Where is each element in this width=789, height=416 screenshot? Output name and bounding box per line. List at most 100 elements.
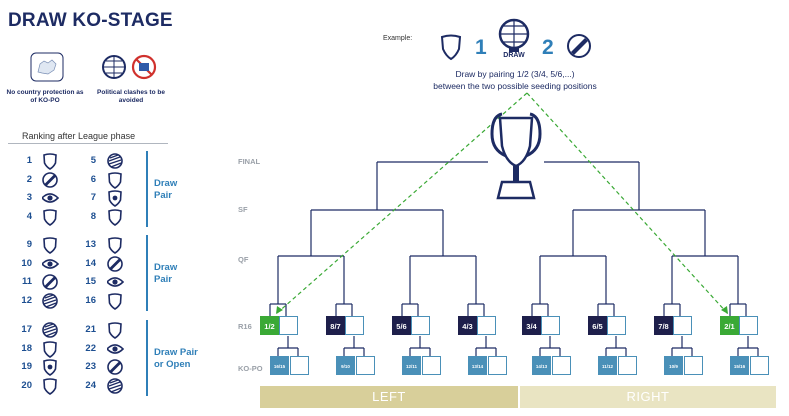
example-line-2: between the two possible seeding positio…: [433, 81, 597, 91]
r16-seed-box: 4/3: [458, 316, 477, 335]
ball-stripe-icon: [107, 255, 123, 272]
crest-star-icon: [108, 190, 122, 207]
example-left-number: 1: [475, 36, 487, 59]
europe-map-icon: [30, 52, 64, 82]
ranking-number: 22: [85, 342, 96, 354]
shield-plain-icon: [108, 322, 122, 339]
ranking-number: 12: [21, 294, 32, 306]
group-label-line: Pair: [154, 190, 172, 201]
eye-icon: [107, 343, 124, 354]
eye-icon: [42, 258, 59, 269]
group-label-line: or Open: [154, 359, 191, 370]
shield-plain-icon: [43, 153, 57, 170]
ball-hatched-icon: [42, 322, 58, 338]
kopo-seed-box: 11/12: [598, 356, 617, 375]
left-side-bar: LEFT: [260, 386, 518, 408]
kopo-seed-box: 13/14: [468, 356, 487, 375]
ball-hatched-icon: [107, 153, 123, 169]
kopo-seed-box: 15/16: [730, 356, 749, 375]
kopo-empty-box: [488, 356, 507, 375]
ranking-number: 7: [90, 192, 96, 203]
ranking-number: 23: [85, 361, 96, 372]
ranking-number: 17: [21, 324, 32, 335]
r16-empty-box: [345, 316, 364, 335]
trophy-icon: [490, 112, 542, 200]
ranking-number: 14: [85, 257, 96, 269]
group-label-line: Draw: [154, 178, 178, 189]
ranking-number: 10: [21, 257, 32, 269]
example-right-number: 2: [542, 36, 554, 59]
ranking-number: 16: [85, 294, 96, 306]
arrowhead: [721, 306, 728, 314]
ranking-number: 24: [85, 379, 96, 391]
ball-hatched-icon: [42, 292, 58, 309]
r16-seed-box: 6/5: [588, 316, 607, 335]
stage-label-kopo: KO-PO: [238, 364, 263, 373]
kopo-empty-box: [552, 356, 571, 375]
shield-plain-icon: [108, 208, 122, 226]
ranking-number: 8: [90, 210, 96, 222]
draw-globe-icon: [498, 18, 530, 52]
kopo-seed-box: 9/10: [336, 356, 355, 375]
r16-seed-box: 8/7: [326, 316, 345, 335]
group-bracket-line: [146, 151, 148, 227]
ranking-number: 21: [85, 324, 96, 335]
ranking-number: 13: [85, 239, 96, 250]
ranking-number: 20: [21, 379, 32, 391]
ball-hatched-icon: [107, 377, 123, 394]
r16-empty-box: [739, 316, 758, 335]
kopo-empty-box: [422, 356, 441, 375]
kopo-empty-box: [356, 356, 375, 375]
ranking-title: Ranking after League phase: [22, 131, 136, 141]
right-side-bar: RIGHT: [520, 386, 776, 408]
eye-icon: [42, 193, 59, 203]
r16-empty-box: [673, 316, 692, 335]
shield-plain-icon: [108, 292, 122, 310]
ranking-divider: [8, 143, 168, 144]
ranking-number: 5: [90, 155, 96, 166]
r16-seed-box: 1/2: [260, 316, 279, 335]
ranking-number: 18: [21, 342, 32, 354]
draw-arrow-right: [526, 92, 729, 315]
r16-empty-box: [607, 316, 626, 335]
ranking-number: 6: [90, 173, 96, 185]
arrowhead: [276, 306, 283, 314]
prohibited-icon: [131, 54, 157, 80]
ranking-number: 15: [85, 276, 96, 287]
ranking-number: 2: [26, 173, 32, 185]
globe-draw-icon: [102, 55, 126, 79]
crest-star-icon: [43, 359, 57, 376]
shield-plain-icon: [43, 237, 57, 254]
r16-seed-box: 3/4: [522, 316, 541, 335]
r16-empty-box: [477, 316, 496, 335]
kopo-seed-box: 12/11: [402, 356, 421, 375]
ranking-number: 11: [21, 276, 32, 287]
group-label-line: Draw Pair: [154, 347, 198, 358]
note-country-protection: No country protection as of KO-PO: [6, 89, 84, 104]
kopo-seed-box: 14/13: [532, 356, 551, 375]
ranking-number: 9: [26, 239, 32, 250]
stage-label-sf: SF: [238, 205, 248, 214]
ball-stripe-icon: [42, 274, 58, 290]
ball-stripe-icon: [107, 359, 123, 375]
stage-label-qf: QF: [238, 255, 249, 264]
r16-seed-box: 2/1: [720, 316, 739, 335]
note-political-clashes: Political clashes to be avoided: [97, 89, 165, 104]
political-clash-icons: [102, 54, 157, 80]
eye-icon: [107, 277, 124, 287]
shield-icon: [440, 34, 462, 61]
r16-empty-box: [279, 316, 298, 335]
kopo-empty-box: [750, 356, 769, 375]
example-line-1: Draw by pairing 1/2 (3/4, 5/6,...): [455, 69, 575, 79]
shield-plain-icon: [43, 340, 57, 358]
r16-seed-box: 5/6: [392, 316, 411, 335]
ball-stripe-icon: [42, 171, 58, 188]
group-label-line: Pair: [154, 274, 172, 285]
r16-empty-box: [541, 316, 560, 335]
example-label: Example:: [383, 35, 413, 42]
kopo-empty-box: [618, 356, 637, 375]
